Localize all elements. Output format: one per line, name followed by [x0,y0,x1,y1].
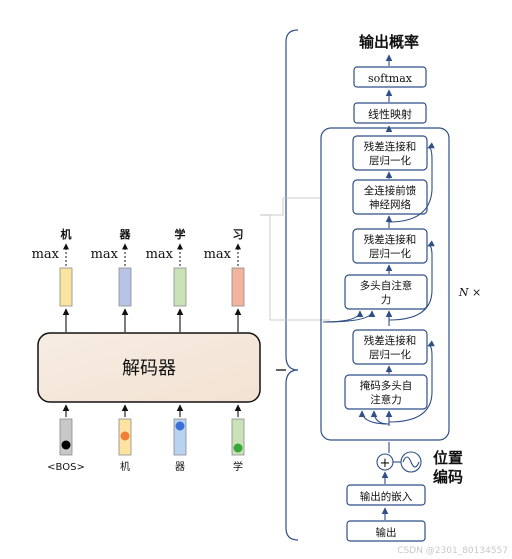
decoder-output-char: 学 [175,227,186,241]
output-probability-title: 输出概率 [359,33,419,51]
decoder-input-label: 机 [120,460,130,473]
linear-box [353,102,427,124]
input-token-dot [120,431,130,441]
left-brace-top [285,29,299,371]
outputs-box [346,520,426,542]
multi-head-attention-box [344,274,428,310]
decoder-label: 解码器 [122,358,176,379]
output-vector [231,267,245,307]
decoder-layer-block [320,127,450,441]
input-vector [59,418,73,456]
softmax-box [353,66,427,88]
linear-label: 线性映射 [368,107,412,121]
add-norm-2-line1: 残差连接和 [364,233,417,246]
masked-line1: 掩码多头自 [360,379,413,392]
add-norm-3-line1: 残差连接和 [364,140,417,153]
outputs-label: 输出 [376,526,397,539]
arrow-masked-input-v [370,410,390,425]
positional-line2: 编码 [433,468,463,486]
decoder-output-char: 机 [61,227,72,241]
masked-line2: 注意力 [370,393,402,406]
ffn-line1: 全连接前馈 [364,184,417,197]
add-norm-2-box [352,228,428,264]
add-norm-1-line1: 残差连接和 [364,334,417,347]
input-token-dot [175,421,185,431]
decoder-inputs: <BOS> 机 器 学 [47,404,245,473]
max-label: max [204,247,232,262]
sine-wave-curve [402,456,420,468]
softmax-label: softmax [368,72,413,85]
max-label: max [91,247,119,262]
repeat-n-label: N × [458,286,481,299]
arrow-mha-input-v [322,310,376,323]
input-token-dot [233,443,243,453]
residual-masked [388,340,435,423]
decoder-input-label: 学 [233,460,243,473]
output-vector [59,267,73,307]
max-label: max [146,247,174,262]
decoder-output-char: 器 [119,228,132,241]
add-norm-2-line2: 层归一化 [369,247,411,260]
watermark: CSDN @2301_80134557 [397,546,508,556]
mha-line2: 力 [381,293,392,306]
output-vector [118,267,132,307]
add-norm-1-line2: 层归一化 [369,348,411,361]
decoder-input-label: 器 [175,461,185,473]
add-norm-1-box [352,329,428,365]
max-label: max [32,247,60,262]
output-vector [173,267,187,307]
add-norm-3-box [352,135,428,171]
connector-line-top [260,197,320,216]
output-embedding-box [346,484,426,506]
add-norm-3-line2: 层归一化 [369,154,411,167]
decoder-input-label: <BOS> [47,462,85,473]
mha-line1: 多头自注意 [360,279,413,292]
ffn-box [352,179,428,215]
decoder-output-char: 习 [233,228,244,241]
input-token-dot [61,440,71,450]
masked-attention-box [344,374,428,410]
ffn-line2: 神经网络 [369,198,411,211]
positional-line1: 位置 [433,449,463,467]
left-brace-bottom [285,369,299,541]
decoder-block [37,332,261,403]
connector-line-bottom [260,214,330,321]
residual-ffn [388,142,435,223]
plus-sign: + [380,456,391,471]
embedding-label: 输出的嵌入 [360,490,413,503]
residual-mha [388,240,435,321]
